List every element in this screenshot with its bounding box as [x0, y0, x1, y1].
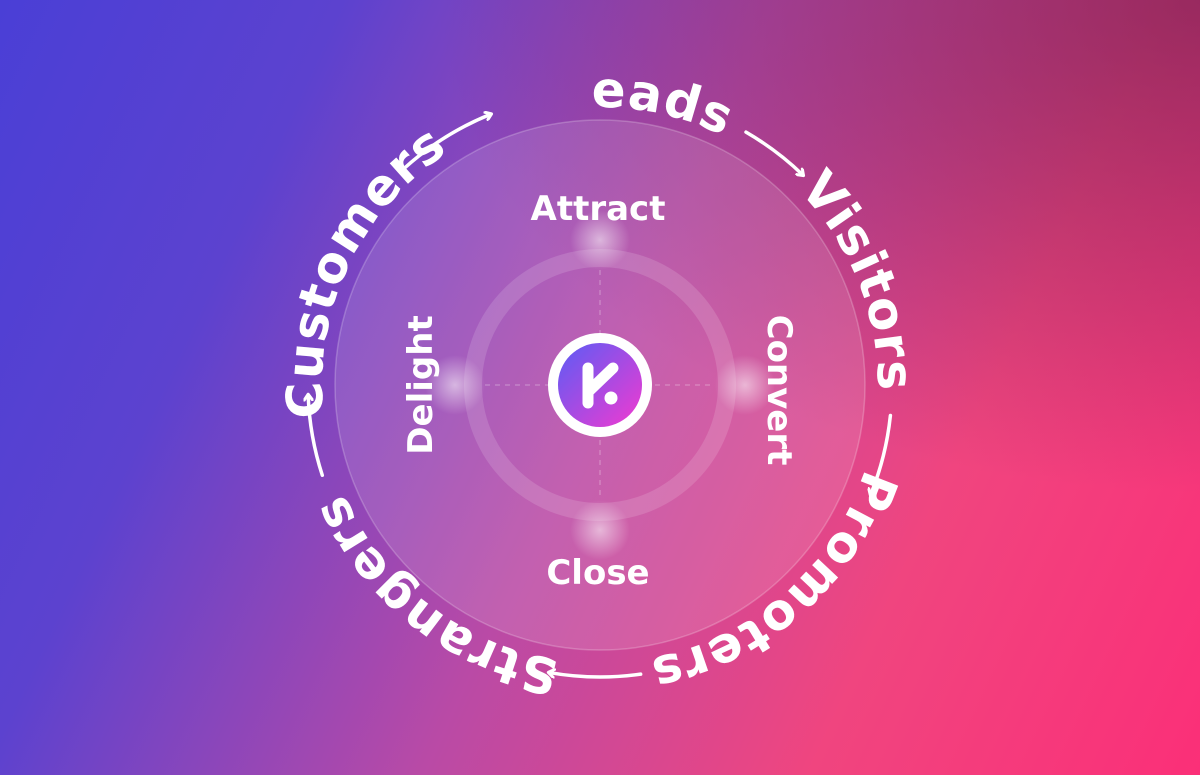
center-logo: [548, 333, 652, 437]
glow: [570, 210, 630, 270]
cycle-arrow-icon: [402, 114, 491, 170]
glow: [425, 355, 485, 415]
glow: [715, 355, 775, 415]
stage-delight: Delight: [401, 315, 441, 454]
stage-convert: Convert: [759, 315, 799, 466]
stage-close: Close: [546, 553, 649, 593]
stage-attract: Attract: [531, 189, 666, 229]
glow: [570, 500, 630, 560]
cycle-arrow-icon: [308, 395, 325, 477]
cycle-arrow-icon: [744, 130, 803, 175]
cycle-arrow-icon: [871, 413, 893, 495]
cycle-arrow-icon: [549, 673, 643, 679]
